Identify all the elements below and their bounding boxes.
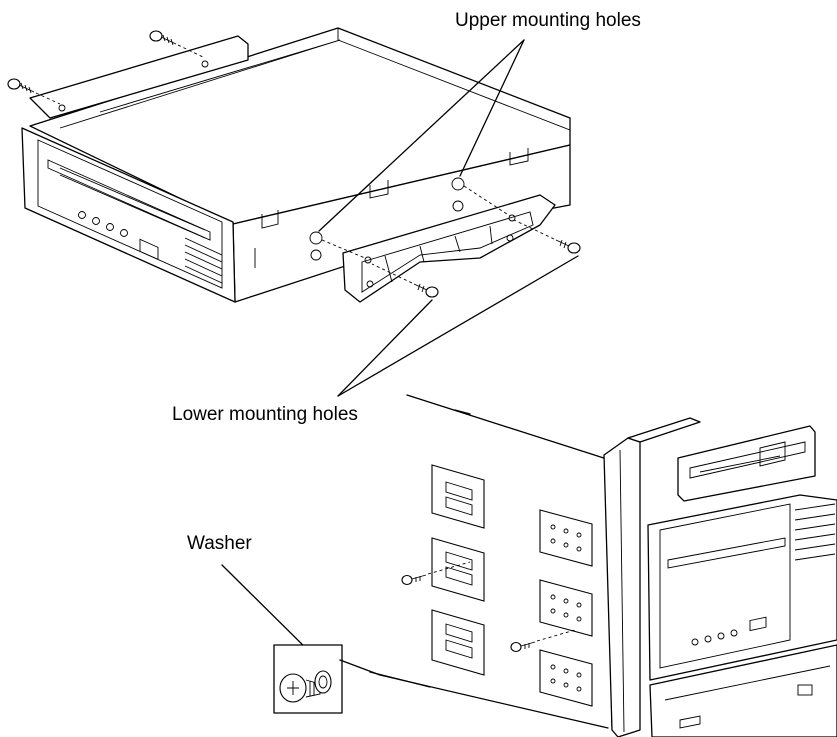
led-indicator <box>92 217 100 225</box>
bay-bracket <box>431 537 485 602</box>
bezel-vents <box>184 237 223 284</box>
left-mounting-rail <box>29 35 249 119</box>
installed-tape-drive <box>647 494 837 681</box>
rail-screw <box>513 219 581 254</box>
upper-mounting-hole <box>309 231 323 245</box>
led-indicator <box>120 229 128 237</box>
bay-bracket <box>431 609 485 676</box>
lower-mounting-holes-label: Lower mounting holes <box>172 404 358 425</box>
leader-line <box>221 564 319 661</box>
leader-line <box>337 299 433 397</box>
rail-screw <box>149 30 206 59</box>
tape-slot <box>47 159 211 241</box>
lower-mounting-holes-callout: Lower mounting holes <box>172 255 579 425</box>
server-chassis <box>339 394 837 737</box>
washer-callout: Washer <box>187 533 343 714</box>
leader-line <box>459 39 525 177</box>
chassis-screw <box>510 629 576 653</box>
bay-bracket <box>539 579 593 637</box>
washer-icon <box>314 670 332 694</box>
upper-mounting-holes-label: Upper mounting holes <box>455 10 641 31</box>
chassis-screw <box>401 561 471 586</box>
led-indicator <box>106 223 114 231</box>
upper-mounting-hole <box>451 177 465 191</box>
rail-screw <box>7 78 61 105</box>
eject-button <box>139 238 159 260</box>
right-mounting-rail <box>342 194 556 303</box>
led-indicator <box>78 211 86 219</box>
floppy-drive <box>677 425 816 502</box>
upper-mounting-holes-callout: Upper mounting holes <box>318 10 641 232</box>
bay-bracket <box>539 649 593 707</box>
leader-line <box>318 39 525 232</box>
optical-drive <box>649 644 837 737</box>
bay-bracket <box>431 464 485 529</box>
leader-line <box>337 255 579 397</box>
tape-drive-assembly <box>7 27 581 303</box>
rail-screw <box>371 263 439 298</box>
washer-screw-icon <box>279 670 332 703</box>
drive-front-bezel <box>21 127 236 303</box>
bay-bracket <box>539 509 593 567</box>
washer-label: Washer <box>187 533 252 554</box>
bezel-vents <box>794 503 836 561</box>
